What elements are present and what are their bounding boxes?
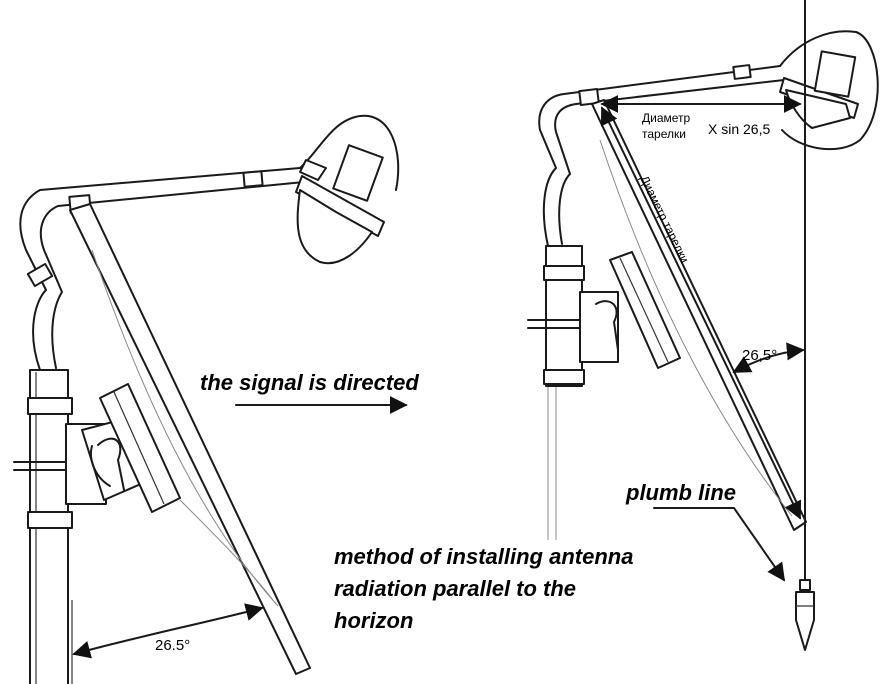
signal-direction-label: the signal is directed — [200, 370, 419, 395]
diagonal-dimension: Диаметр тарелки — [600, 106, 802, 520]
method-caption: method of installing antenna radiation p… — [334, 544, 633, 633]
horizontal-dimension: Диаметр тарелки X sin 26,5 — [600, 95, 802, 141]
formula-label: X sin 26,5 — [708, 121, 770, 137]
right-lnb — [779, 50, 859, 129]
right-feed-arm — [538, 30, 879, 247]
plumb-line-callout: plumb line — [625, 480, 786, 582]
plumb-line-label: plumb line — [625, 480, 736, 505]
left-angle-label: 26.5° — [155, 637, 190, 654]
method-line-1: method of installing antenna — [334, 544, 633, 569]
method-line-3: horizon — [334, 608, 413, 633]
right-angle-label: 26,5° — [742, 347, 777, 364]
left-mast — [13, 369, 107, 684]
right-antenna — [527, 30, 879, 540]
plumb-line — [795, 0, 815, 651]
right-mast — [527, 245, 619, 540]
left-antenna — [13, 114, 400, 684]
left-lnb — [295, 144, 385, 265]
method-line-2: radiation parallel to the — [334, 576, 576, 601]
dish-diameter-top-line2: тарелки — [642, 127, 686, 141]
dish-diameter-top-line1: Диаметр — [642, 111, 691, 125]
left-dish — [69, 203, 311, 675]
right-angle-indicator: 26,5° — [732, 342, 805, 373]
signal-direction: the signal is directed — [200, 370, 419, 414]
left-angle-indicator: 26.5° — [71, 600, 264, 684]
